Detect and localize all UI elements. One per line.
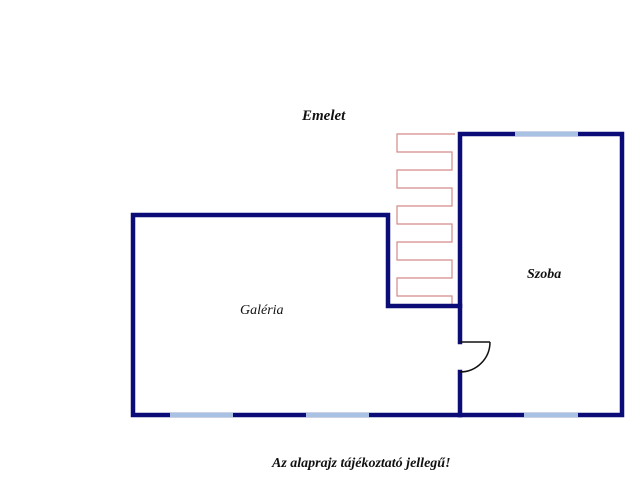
disclaimer-text: Az alaprajz tájékoztató jellegű!	[272, 456, 451, 471]
room-label-szoba: Szoba	[527, 267, 562, 282]
floor-title: Emelet	[302, 108, 346, 124]
staircase	[396, 133, 455, 306]
room-label-galeria: Galéria	[240, 303, 284, 318]
galeria-wall	[130, 212, 463, 418]
windows	[170, 131, 578, 418]
door-icon	[459, 341, 491, 373]
